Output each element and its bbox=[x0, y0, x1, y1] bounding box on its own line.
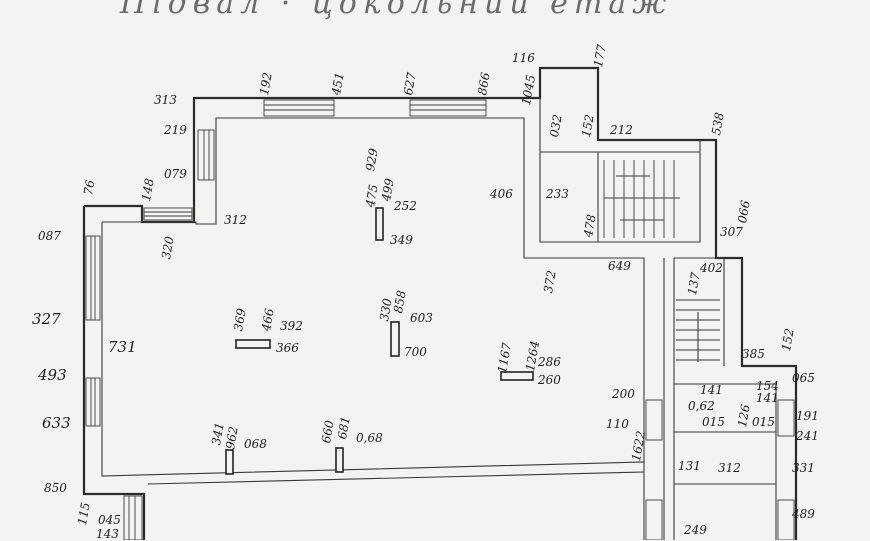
dimension-label: 850 bbox=[44, 481, 67, 495]
dimension-label: 045 bbox=[98, 513, 121, 527]
column bbox=[500, 371, 534, 381]
dimension-label: 241 bbox=[796, 429, 819, 443]
inner-wall bbox=[674, 383, 777, 540]
dimension-label: 065 bbox=[792, 371, 815, 385]
dimension-label: 154 bbox=[756, 379, 779, 393]
dimension-label: 451 bbox=[329, 71, 347, 97]
dimension-label: 475 bbox=[363, 183, 381, 209]
dimension-label: 252 bbox=[394, 199, 417, 213]
dimension-label: 320 bbox=[159, 235, 177, 261]
dimension-label: 116 bbox=[512, 51, 535, 65]
dimension-label: 079 bbox=[164, 167, 187, 181]
dimension-label: 478 bbox=[581, 213, 599, 239]
dimension-label: 0,62 bbox=[688, 399, 715, 413]
dimension-label: 372 bbox=[541, 269, 559, 295]
dimension-label: 660 bbox=[319, 419, 337, 445]
dimension-label: 141 bbox=[756, 391, 779, 405]
dimension-label: 369 bbox=[231, 307, 249, 333]
dimension-label: 191 bbox=[796, 409, 819, 423]
dimension-label: 313 bbox=[154, 93, 177, 107]
outer-wall bbox=[82, 206, 146, 540]
lower-staircase bbox=[676, 299, 720, 362]
dimension-label: 032 bbox=[547, 113, 565, 139]
dimension-label: 152 bbox=[779, 327, 797, 353]
dimension-label: 152 bbox=[579, 113, 597, 139]
dimension-label: 066 bbox=[735, 199, 753, 225]
inner-wall bbox=[539, 98, 701, 243]
inner-wall bbox=[147, 471, 645, 485]
dimension-label: 015 bbox=[702, 415, 725, 429]
dimension-label: 627 bbox=[401, 71, 419, 97]
dimension-label: 148 bbox=[139, 177, 157, 203]
upper-staircase bbox=[603, 160, 680, 238]
dimension-label: 366 bbox=[276, 341, 299, 355]
dimension-label: 406 bbox=[490, 187, 513, 201]
dimension-label: 538 bbox=[709, 111, 727, 137]
dimension-label: 649 bbox=[608, 259, 631, 273]
dimension-label: 015 bbox=[752, 415, 775, 429]
dimension-label: 087 bbox=[38, 229, 61, 243]
inner-wall bbox=[102, 117, 645, 462]
dimension-label: 489 bbox=[792, 507, 815, 521]
dimension-label: 131 bbox=[678, 459, 701, 473]
dimension-label: 312 bbox=[224, 213, 247, 227]
dimension-label: 603 bbox=[410, 311, 433, 325]
dimension-label: 349 bbox=[390, 233, 413, 247]
dimension-label: 866 bbox=[475, 71, 493, 97]
dimension-label: 681 bbox=[335, 415, 353, 441]
plan-heading: Підвал · цокольний етаж bbox=[120, 0, 673, 21]
inner-wall bbox=[101, 222, 645, 540]
dimension-label: 137 bbox=[685, 271, 703, 297]
column bbox=[235, 339, 271, 349]
dimension-label: 0,68 bbox=[356, 431, 383, 445]
dimension-label: 286 bbox=[538, 355, 561, 369]
dimension-label: 068 bbox=[244, 437, 267, 451]
dimension-label: 76 bbox=[81, 178, 98, 197]
dimension-label: 385 bbox=[742, 347, 765, 361]
dimension-label: 929 bbox=[363, 147, 381, 173]
dimension-label: 110 bbox=[606, 417, 629, 431]
dimension-label: 177 bbox=[591, 43, 609, 69]
dimension-label: 312 bbox=[718, 461, 741, 475]
dimension-label: 260 bbox=[538, 373, 561, 387]
dimension-label: 307 bbox=[720, 225, 743, 239]
dimension-label: 126 bbox=[735, 403, 753, 429]
column bbox=[335, 447, 344, 473]
dimension-label: 700 bbox=[404, 345, 427, 359]
dimension-label: 731 bbox=[108, 338, 137, 356]
dimension-label: 143 bbox=[96, 527, 119, 541]
dimension-label: 493 bbox=[38, 366, 67, 384]
inner-wall bbox=[540, 151, 599, 242]
dimension-label: 327 bbox=[32, 310, 61, 328]
dimension-label: 858 bbox=[391, 289, 409, 315]
dimension-label: 466 bbox=[259, 307, 277, 333]
dimension-label: 392 bbox=[280, 319, 303, 333]
dimension-label: 219 bbox=[164, 123, 187, 137]
dimension-label: 402 bbox=[700, 261, 723, 275]
column bbox=[375, 207, 384, 241]
dimension-label: 192 bbox=[257, 71, 275, 97]
windows bbox=[85, 99, 795, 540]
inner-wall bbox=[674, 257, 725, 366]
dimension-label: 200 bbox=[612, 387, 635, 401]
dimension-label: 249 bbox=[684, 523, 707, 537]
dimension-label: 212 bbox=[610, 123, 633, 137]
dimension-label: 962 bbox=[223, 425, 241, 451]
column bbox=[225, 449, 234, 475]
dimension-label: 233 bbox=[546, 187, 569, 201]
dimension-label: 331 bbox=[792, 461, 815, 475]
dimension-label: 633 bbox=[42, 414, 71, 432]
column bbox=[390, 321, 400, 357]
dimension-label: 141 bbox=[700, 383, 723, 397]
dimension-label: 115 bbox=[75, 501, 93, 527]
